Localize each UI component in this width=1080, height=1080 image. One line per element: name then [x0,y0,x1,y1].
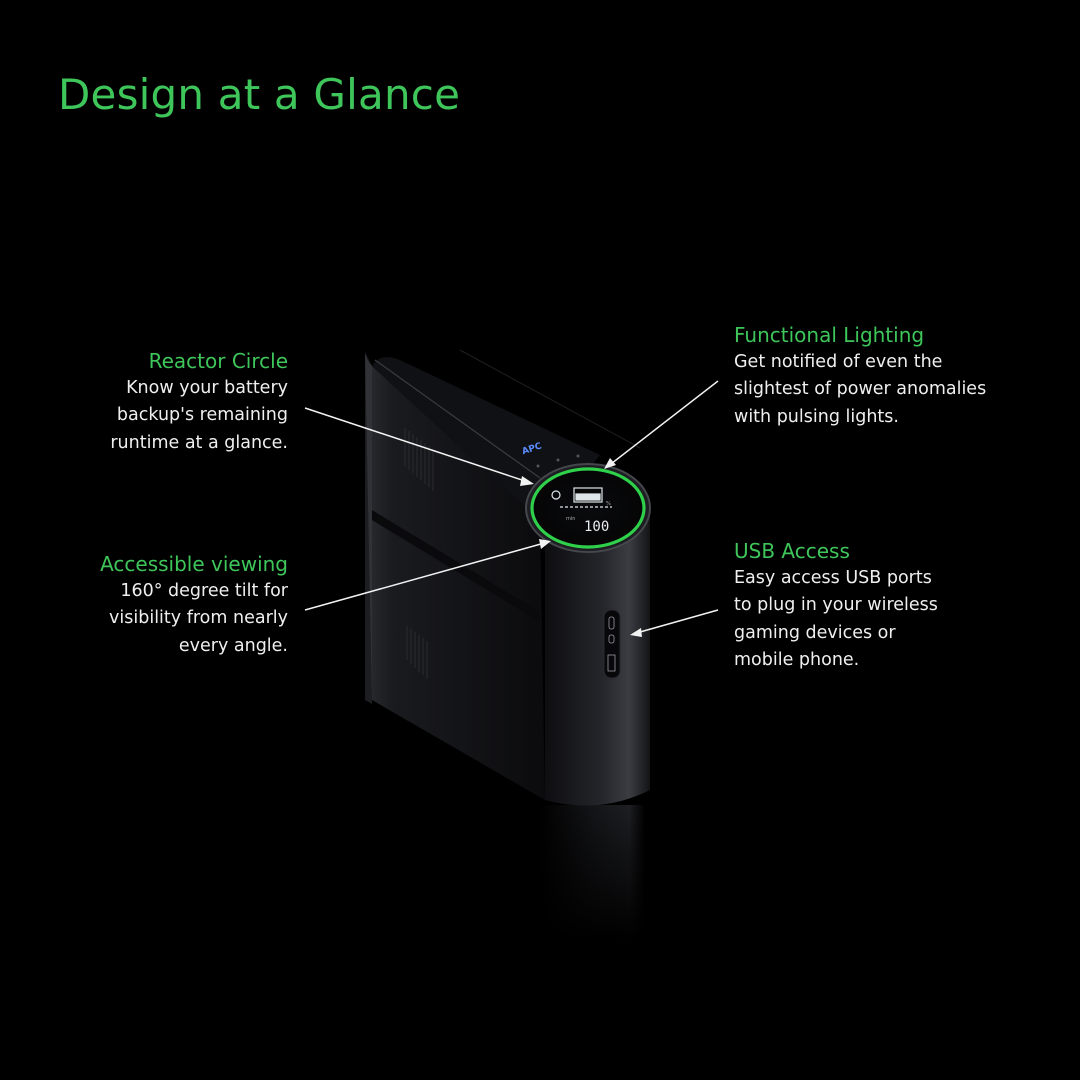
green-ring-light [530,467,646,549]
callout-line: slightest of power anomalies [734,379,987,400]
usb-c-port [608,616,615,630]
callout-line: every angle. [178,635,288,656]
callout-line: gaming devices or [734,622,896,643]
callout-heading: Functional Lighting [734,323,925,347]
callout-line: backup's remaining [116,405,288,426]
battery-icon [573,487,603,503]
callout-line: Easy access USB ports [734,568,932,588]
callout-line: visibility from nearly [109,608,288,629]
callout-line: mobile phone. [734,649,860,670]
arrow-accessible-viewing [304,541,549,611]
arrow-functional-lighting [606,380,719,468]
callout-line: runtime at a glance. [110,432,288,453]
callout-line: with pulsing lights. [734,406,899,427]
outlet-icon [551,490,561,500]
callout-heading: Reactor Circle [148,349,288,373]
arrow-usb-access [632,609,719,635]
callout-line: Get notified of even the [734,352,943,372]
runtime-value: 100 [584,519,609,535]
svg-text:%: % [606,501,611,507]
callout-line: 160° degree tilt for [120,581,288,601]
callout-heading: USB Access [734,539,850,563]
usb-c-port [608,634,615,644]
callout-functional-lighting: Functional Lighting Get notified of even… [734,322,1034,431]
usb-a-port [607,654,616,672]
arrow-reactor-circle [304,407,532,484]
callout-body: Know your battery backup's remaining run… [28,375,288,457]
callout-body: Get notified of even the slightest of po… [734,349,1034,431]
callout-accessible-viewing: Accessible viewing 160° degree tilt for … [28,551,288,660]
callout-reactor-circle: Reactor Circle Know your battery backup'… [28,348,288,457]
ups-body [365,349,641,800]
svg-text:min: min [566,516,575,522]
page-title: Design at a Glance [58,70,461,120]
callout-heading: Accessible viewing [100,552,288,576]
callout-line: Know your battery [126,378,288,398]
callout-arrows [304,380,719,637]
callout-body: 160° degree tilt for visibility from nea… [28,578,288,660]
reactor-circle-display: 100 min % [530,467,646,549]
callout-usb-access: USB Access Easy access USB ports to plug… [734,538,994,674]
usb-ports [603,609,621,679]
callout-line: to plug in your wireless [734,595,938,616]
callout-body: Easy access USB ports to plug in your wi… [734,565,994,674]
